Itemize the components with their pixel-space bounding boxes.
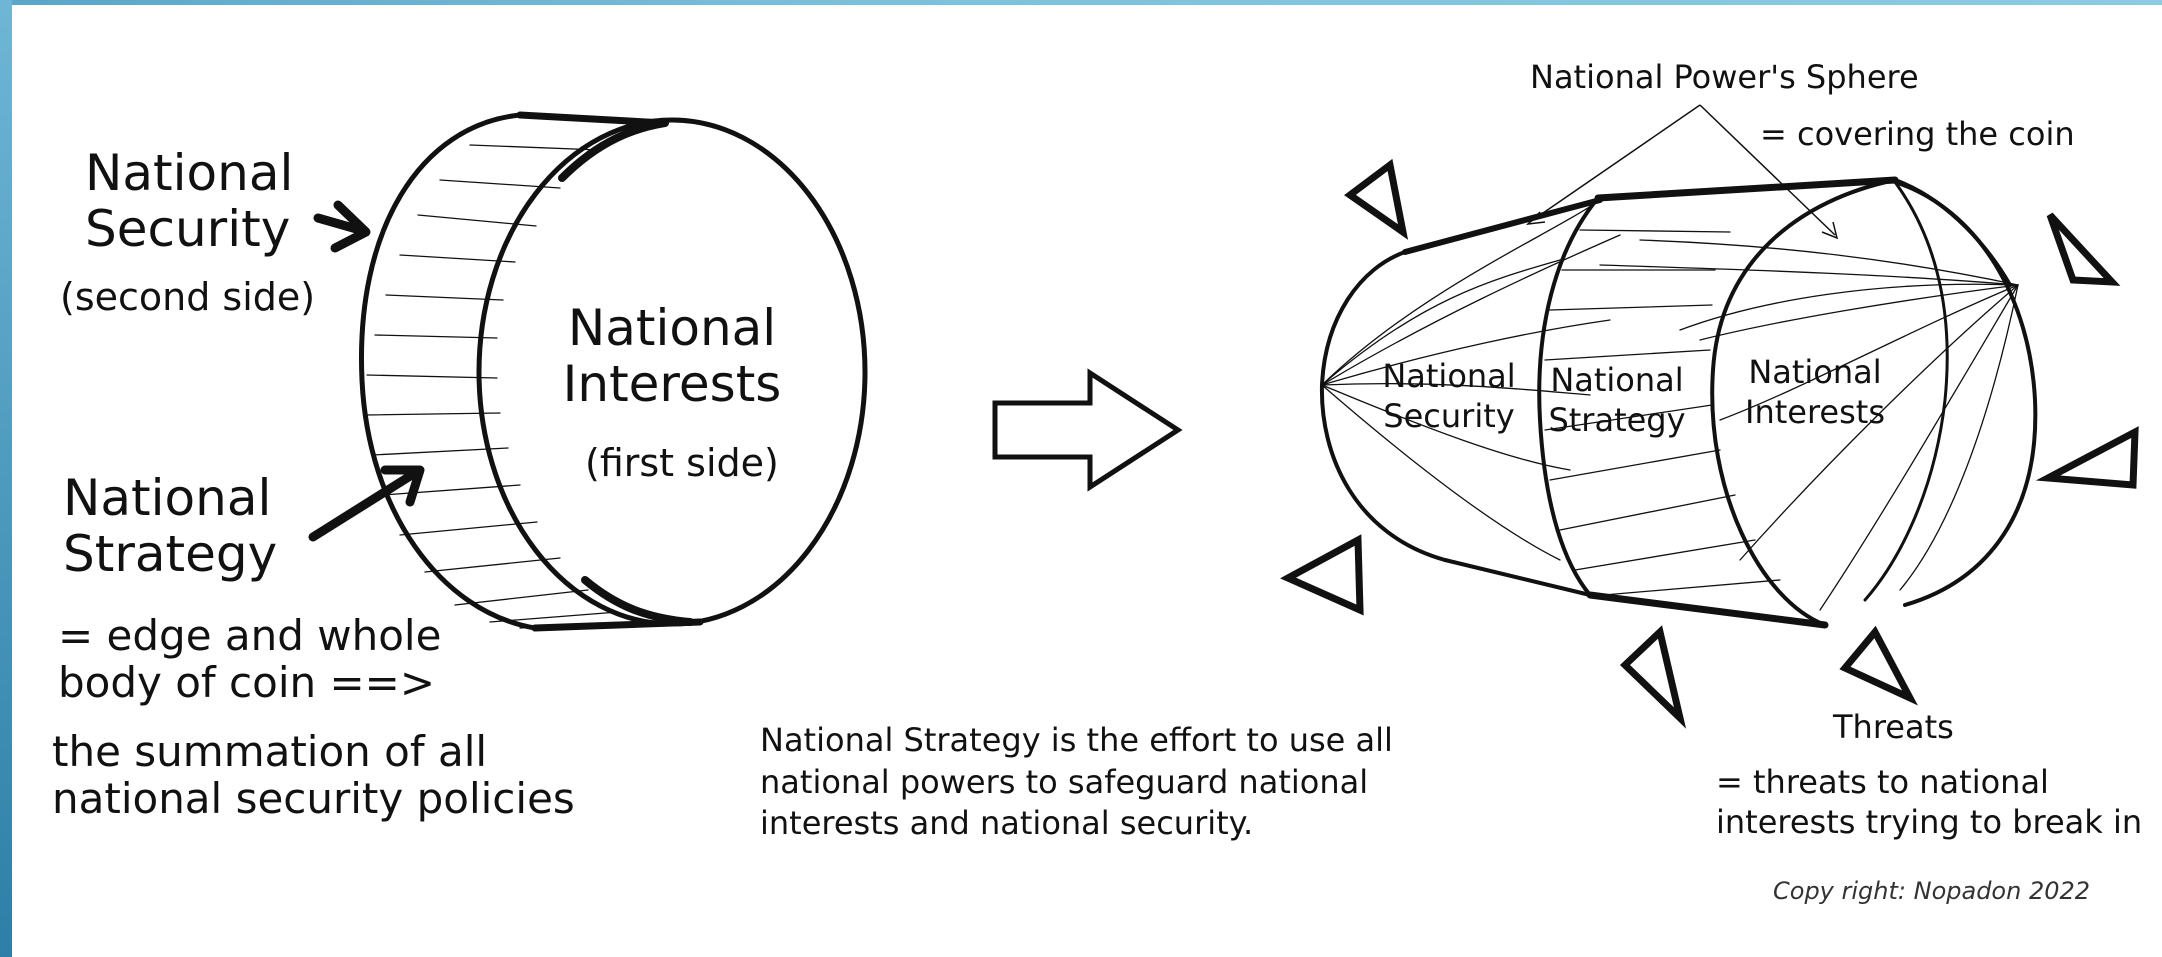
left-summation: the summation of all national security p…	[52, 728, 575, 822]
left-security-sub: (second side)	[60, 275, 316, 319]
left-strategy-desc: = edge and whole body of coin ==>	[58, 612, 441, 706]
right-interests-line: Interests	[1745, 393, 1885, 431]
right-security-line: National	[1382, 357, 1516, 395]
strategy-desc-line: = edge and whole	[58, 611, 442, 660]
left-interests-sub: (first side)	[585, 441, 779, 485]
summation-line: the summation of all	[52, 727, 488, 776]
right-strategy-line: Strategy	[1548, 401, 1686, 439]
strategy-desc-line: body of coin ==>	[58, 658, 436, 708]
threats-title: Threats	[1833, 708, 1954, 746]
right-security-line: Security	[1383, 397, 1515, 435]
left-border	[0, 0, 12, 957]
pointer-arrows	[308, 200, 425, 542]
triangle-threat-icon	[1280, 158, 2139, 729]
right-strategy-line: National	[1550, 361, 1684, 399]
threats-desc-line: interests trying to break in	[1716, 803, 2143, 841]
right-interests-line: National	[1748, 353, 1882, 391]
sphere-title: National Power's Sphere	[1530, 58, 1919, 96]
sphere-pointer-lines	[1525, 104, 1839, 240]
top-border	[0, 0, 2162, 5]
arrow-right-icon	[992, 368, 1183, 492]
left-strategy-title: National Strategy	[63, 470, 277, 582]
threats-desc-line: = threats to national	[1716, 763, 2049, 801]
definition-line: national powers to safeguard national	[760, 762, 1369, 801]
interests-title-line: National	[567, 299, 777, 357]
strategy-title-line: National	[63, 469, 272, 527]
right-strategy-label: National Strategy	[1548, 360, 1685, 440]
sphere-meridians	[1321, 199, 2019, 611]
security-title-line: Security	[85, 200, 291, 258]
definition-text: National Strategy is the effort to use a…	[760, 720, 1393, 845]
sphere-desc: = covering the coin	[1760, 115, 2075, 153]
interests-title-line: Interests	[562, 355, 782, 413]
threats-desc: = threats to national interests trying t…	[1716, 762, 2142, 842]
summation-line: national security policies	[52, 774, 575, 824]
coin-edge-hatching	[365, 114, 651, 629]
copyright: Copy right: Nopadon 2022	[1773, 877, 2091, 905]
left-interests-title: National Interests	[563, 300, 782, 412]
security-title-line: National	[85, 144, 294, 202]
right-coin	[1319, 176, 2038, 629]
right-interests-label: National Interests	[1745, 352, 1885, 432]
left-security-title: National Security	[85, 145, 293, 257]
right-security-label: National Security	[1382, 356, 1515, 436]
definition-line: National Strategy is the effort to use a…	[760, 721, 1393, 759]
left-coin	[358, 111, 868, 632]
definition-line: interests and national security.	[760, 804, 1254, 843]
strategy-title-line: Strategy	[63, 525, 278, 583]
